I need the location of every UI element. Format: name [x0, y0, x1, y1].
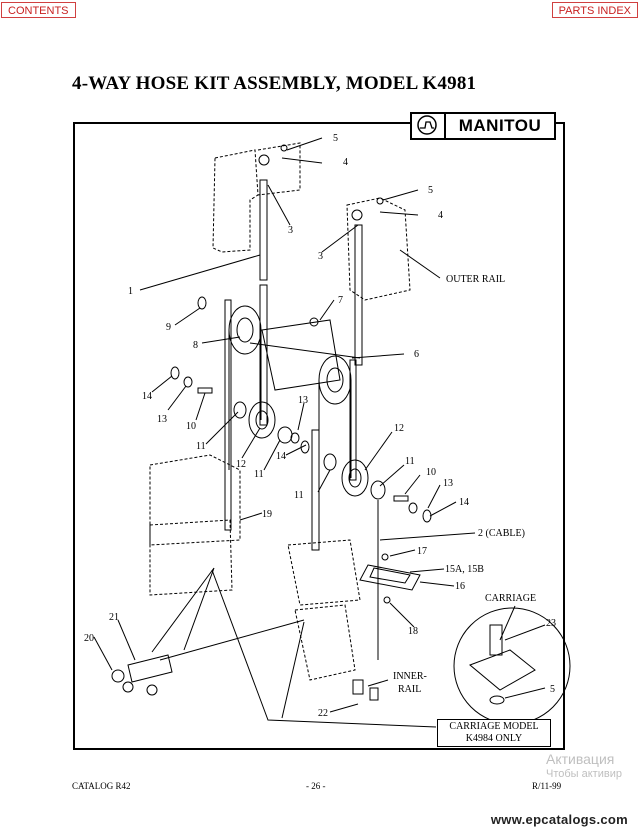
callout-4: 4: [343, 157, 348, 168]
callout-17: 17: [417, 546, 427, 557]
parts-index-button[interactable]: PARTS INDEX: [551, 2, 638, 18]
callout-13: 13: [157, 414, 167, 425]
activation-watermark: Активация: [546, 751, 615, 767]
callout-4: 4: [438, 210, 443, 221]
callout-10: 10: [186, 421, 196, 432]
outer-rail-label: OUTER RAIL: [446, 274, 505, 285]
sheave-lower-left: [248, 401, 276, 439]
callout-14: 14: [459, 497, 469, 508]
site-url: www.epcatalogs.com: [490, 812, 628, 827]
diagram-frame: [73, 122, 565, 750]
callout-5: 5: [550, 684, 555, 695]
callout-10: 10: [426, 467, 436, 478]
left-rail-shape: [212, 149, 259, 253]
forklift-icon: [412, 114, 446, 138]
callout-16: 16: [455, 581, 465, 592]
callout-7: 7: [338, 295, 343, 306]
callout-2-cable: 2 (CABLE): [478, 528, 525, 539]
callout-5: 5: [428, 185, 433, 196]
callout-11: 11: [254, 469, 264, 480]
callout-14: 14: [142, 391, 152, 402]
sheave-upper-right: [318, 355, 352, 405]
sheave-lower-right: [341, 459, 369, 497]
callout-23: 23: [546, 618, 556, 629]
callout-19: 19: [262, 509, 272, 520]
callout-11: 11: [196, 441, 206, 452]
callout-22: 22: [318, 708, 328, 719]
page-title: 4-WAY HOSE KIT ASSEMBLY, MODEL K4981: [72, 73, 477, 94]
carriage-model-note: CARRIAGE MODEL K4984 ONLY: [437, 719, 551, 747]
callout-12: 12: [236, 459, 246, 470]
callout-9: 9: [166, 322, 171, 333]
logo-text: MANITOU: [458, 116, 542, 135]
hose-1: [259, 179, 268, 281]
callout-3: 3: [318, 251, 323, 262]
manitou-logo: MANITOU: [410, 112, 556, 140]
carriage-model-line2: K4984 ONLY: [465, 733, 523, 744]
callout-13: 13: [298, 395, 308, 406]
footer-page-number: - 26 -: [306, 781, 326, 791]
callout-13: 13: [443, 478, 453, 489]
sheave-upper-left: [228, 305, 262, 355]
callout-12: 12: [394, 423, 404, 434]
callout-11: 11: [405, 456, 415, 467]
footer-revision: R/11-99: [532, 781, 562, 791]
bracket-15: [359, 564, 421, 591]
callout-11: 11: [294, 490, 304, 501]
callout-1: 1: [128, 286, 133, 297]
callout-15: 15A, 15B: [445, 564, 484, 575]
footer-catalog: CATALOG R42: [72, 781, 131, 791]
callout-3: 3: [288, 225, 293, 236]
contents-button[interactable]: CONTENTS: [1, 2, 76, 18]
outer-rail-shape: [346, 197, 411, 301]
activation-watermark-sub: Чтобы активир: [546, 768, 622, 780]
inner-rail-label-2: RAIL: [398, 684, 421, 695]
carriage-label: CARRIAGE: [485, 593, 536, 604]
callout-18: 18: [408, 626, 418, 637]
carriage-model-line1: CARRIAGE MODEL: [449, 721, 539, 732]
callout-21: 21: [109, 612, 119, 623]
callout-5: 5: [333, 133, 338, 144]
callout-6: 6: [414, 349, 419, 360]
inner-rail-label: INNER-: [393, 671, 427, 682]
valve-block: [261, 319, 341, 391]
callout-14: 14: [276, 451, 286, 462]
callout-8: 8: [193, 340, 198, 351]
callout-20: 20: [84, 633, 94, 644]
